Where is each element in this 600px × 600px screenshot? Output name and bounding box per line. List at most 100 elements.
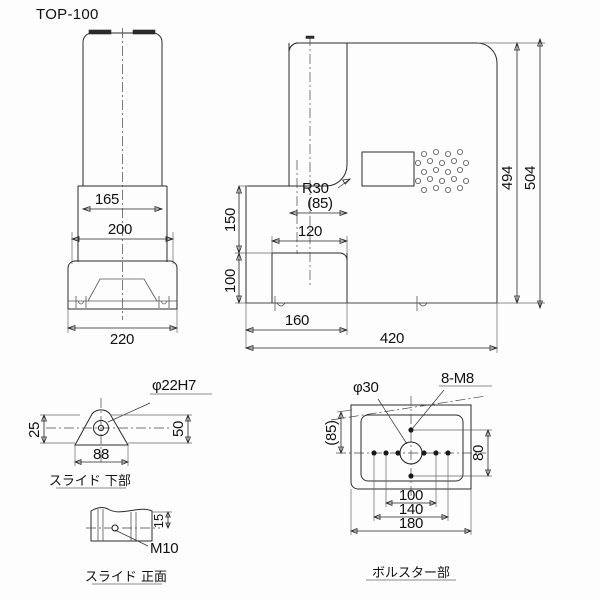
dim-100b-arrow-left	[384, 500, 393, 506]
dim-80-arrow-top	[485, 428, 491, 437]
r30-arrow	[342, 178, 352, 185]
bolster-caption: ボルスター部	[372, 566, 450, 581]
dim-25-arrow-top	[41, 413, 47, 422]
front-foot-left	[274, 296, 286, 311]
dim-494-text: 494	[499, 166, 516, 190]
dim-494-arrow-bot	[514, 295, 520, 305]
dim-120-text: 120	[298, 223, 322, 240]
dim-165-arrow-left	[81, 206, 91, 212]
bolster-detail-view: φ30 8-M8 (85) 80 100	[323, 370, 492, 581]
dim-420-arrow-left	[244, 345, 254, 351]
m10-text: M10	[150, 540, 178, 557]
tapped-hole	[395, 450, 401, 456]
dim-200-arrow-left	[70, 236, 80, 242]
dim-150-arrow-bot	[236, 245, 242, 255]
side-elevation-view: 165 200 220	[66, 28, 179, 348]
slide-bracket-outline	[74, 409, 129, 446]
foot-left	[75, 296, 87, 308]
dim-88-text: 88	[93, 446, 109, 463]
bore-leader	[107, 402, 151, 423]
tapped-hole	[421, 450, 427, 456]
dim-420-arrow-right	[489, 345, 499, 351]
control-panel-rect	[361, 151, 415, 187]
dim-140-arrow-left	[372, 514, 381, 520]
top-tab-left	[88, 29, 112, 35]
tapped-hole	[383, 450, 389, 456]
dim-150-arrow-top	[236, 184, 242, 194]
dim-25-arrow-bot	[41, 436, 47, 445]
base-inner-profile	[87, 278, 158, 302]
bore-22h7-text: φ22H7	[152, 377, 196, 394]
dim-85-text: (85)	[307, 195, 333, 212]
top-center-tab	[305, 35, 315, 39]
dim-180-arrow-left	[349, 528, 358, 534]
dim-100b-text: 100	[399, 487, 423, 504]
bolster-inner-rect	[360, 414, 464, 482]
dim-504-text: 504	[522, 166, 539, 190]
tapped-hole	[408, 473, 414, 479]
dim-200-arrow-right	[165, 236, 175, 242]
dim-180-arrow-right	[464, 528, 473, 534]
dim-120-arrow-right	[339, 238, 349, 244]
dim-220-arrow-left	[66, 325, 76, 331]
dim-100-arrow-bot	[236, 295, 242, 305]
r30-leader	[337, 178, 351, 189]
dim-88-arrow-left	[73, 459, 82, 465]
dim-85-arrow-right	[339, 210, 349, 216]
front-foot-right	[416, 296, 428, 311]
dim-85b-arrow-bot	[338, 446, 344, 455]
bore-30-leader	[377, 398, 408, 445]
table-top	[272, 252, 348, 261]
slide-front-detail-view: M10 15 スライド 正面	[85, 507, 179, 585]
dim-50-arrow-bot	[185, 436, 191, 445]
dim-80-text: 80	[470, 445, 487, 461]
dim-15-text: 15	[151, 514, 166, 528]
dim-140-text: 140	[399, 501, 423, 518]
bolster-outer-outline	[350, 404, 472, 490]
dim-100-arrow-top	[236, 251, 242, 261]
tapped-hole	[371, 450, 377, 456]
dim-165-text: 165	[95, 191, 119, 208]
tapped-hole-group	[371, 427, 451, 479]
dim-80-arrow-bot	[485, 469, 491, 478]
m10-leader	[114, 529, 149, 547]
dim-88-arrow-right	[121, 459, 130, 465]
dim-160-arrow-left	[244, 327, 254, 333]
vent-hole-pattern	[414, 148, 469, 193]
table-sides	[271, 253, 348, 303]
top-tab-right	[132, 29, 156, 35]
dim-504-arrow-top	[537, 37, 543, 47]
slide-front-caption: スライド 正面	[85, 570, 167, 585]
bore-30-text: φ30	[353, 379, 379, 396]
dim-50-arrow-top	[185, 413, 191, 422]
dim-140-arrow-right	[441, 514, 450, 520]
dim-15-arrow-bot	[165, 522, 171, 529]
dim-165-arrow-right	[154, 206, 164, 212]
slide-front-outline	[90, 507, 153, 542]
dim-25-text: 25	[26, 422, 43, 438]
tapped-8m8-text: 8-M8	[441, 370, 474, 387]
dim-150-text: 150	[222, 208, 239, 232]
dim-504-arrow-bot	[537, 300, 543, 310]
machine-outline	[245, 42, 498, 304]
base-outline	[67, 260, 178, 310]
dim-420-text: 420	[380, 330, 404, 347]
tapped-hole	[433, 450, 439, 456]
drawing-title: TOP-100	[36, 6, 99, 23]
dim-85-arrow-left	[288, 210, 298, 216]
dim-100b-arrow-right	[429, 500, 438, 506]
foot-right	[158, 296, 170, 308]
dim-120-arrow-left	[270, 238, 280, 244]
bolster-angle-refline	[330, 395, 487, 421]
front-elevation-view: R30 (85) 150 100 120	[222, 35, 545, 353]
tapped-leader	[411, 389, 445, 430]
column-lower-sides	[77, 186, 168, 262]
dim-200-text: 200	[108, 221, 132, 238]
dim-85b-text: (85)	[323, 420, 340, 446]
dim-85b-ext-top	[336, 409, 353, 413]
top-left-corner	[288, 42, 299, 53]
dim-220-arrow-right	[169, 325, 179, 331]
dim-160-arrow-right	[339, 327, 349, 333]
